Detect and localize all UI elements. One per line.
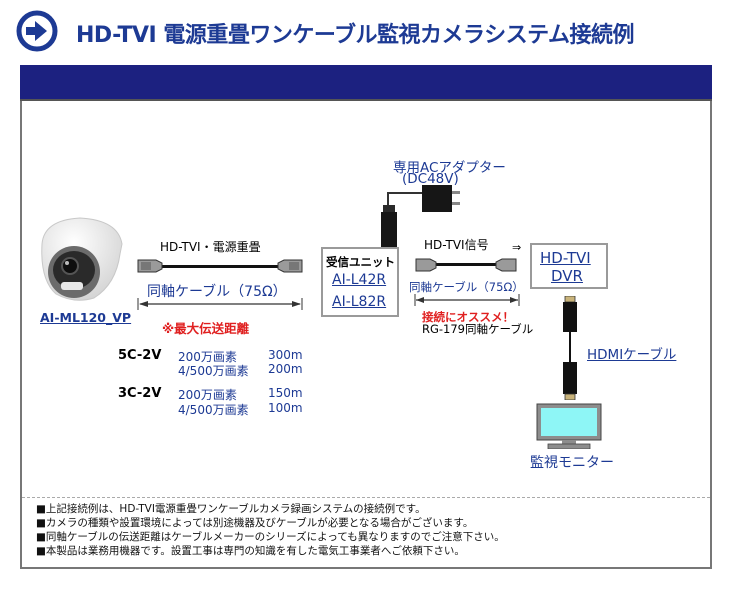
hdmi-cable-link[interactable]: HDMIケーブル [587, 347, 677, 363]
receiver-title: 受信ユニット [326, 255, 395, 269]
dvr-link-line1[interactable]: HD-TVI [540, 249, 591, 267]
notes-list: ■上記接続例は、HD-TVI電源重畳ワンケーブルカメラ録画システムの接続例です。… [36, 502, 505, 558]
distance: 150m [268, 386, 303, 400]
signal-cable-bottom-label: 同軸ケーブル（75Ω） [409, 280, 524, 294]
resolution: 200万画素 [178, 350, 237, 364]
note-item: ■本製品は業務用機器です。設置工事は専門の知識を有した電気工事業者へご依頼下さい… [36, 545, 465, 557]
ac-adapter-icon [381, 185, 460, 250]
signal-cable-top-label: HD-TVI信号 [424, 238, 489, 252]
note-item: ■同軸ケーブルの伝送距離はケーブルメーカーのシリーズによっても異なりますのでご注… [36, 531, 505, 543]
dome-camera-icon [41, 217, 123, 301]
recommend-label: 接続にオススメ！ [422, 310, 514, 324]
monitor-label: 監視モニター [530, 455, 614, 471]
cable-type: 3C-2V [118, 386, 162, 401]
receiver-model-link[interactable]: AI-L82R [332, 294, 387, 310]
signal-arrow: ⇒ [512, 241, 522, 254]
header-band [20, 65, 712, 101]
resolution: 4/500万画素 [178, 403, 249, 417]
resolution: 200万画素 [178, 388, 237, 402]
dvr-link-line2[interactable]: DVR [551, 267, 583, 285]
recommend-cable-label: RG-179同軸ケーブル [422, 322, 534, 336]
camera-model-link[interactable]: AI-ML120_VP [40, 310, 132, 325]
arrow-right-circle-icon [16, 10, 58, 52]
receiver-model-link[interactable]: AI-L42R [332, 272, 387, 288]
dvr-box [530, 243, 608, 289]
camera-cable-top-label: HD-TVI・電源重畳 [160, 240, 261, 254]
camera-cable-bottom-label: 同軸ケーブル（75Ω） [147, 284, 287, 300]
adapter-voltage-label: (DC48V) [402, 171, 459, 187]
coax-cable-icon [137, 259, 303, 273]
diagram-frame [20, 65, 712, 569]
cable-type: 5C-2V [118, 348, 162, 363]
note-item: ■上記接続例は、HD-TVI電源重畳ワンケーブルカメラ録画システムの接続例です。 [36, 503, 426, 515]
coax-cable-icon [415, 258, 517, 272]
notes-divider [22, 497, 710, 498]
resolution: 4/500万画素 [178, 364, 249, 378]
page-title: HD-TVI 電源重畳ワンケーブル監視カメラシステム接続例 [76, 23, 634, 48]
note-item: ■カメラの種類や設置環境によっては別途機器及びケーブルが必要となる場合がございま… [36, 517, 474, 529]
adapter-label: 専用ACアダプター [393, 160, 506, 176]
distance-arrow-icon [137, 298, 303, 310]
max-distance-note: ※最大伝送距離 [162, 321, 250, 336]
monitor-icon [536, 403, 602, 449]
distance: 300m [268, 348, 303, 362]
receiver-unit-box [321, 247, 399, 317]
distance: 100m [268, 401, 303, 415]
hdmi-cable-icon [563, 296, 577, 400]
distance-arrow-icon [414, 294, 520, 306]
distance: 200m [268, 362, 303, 376]
